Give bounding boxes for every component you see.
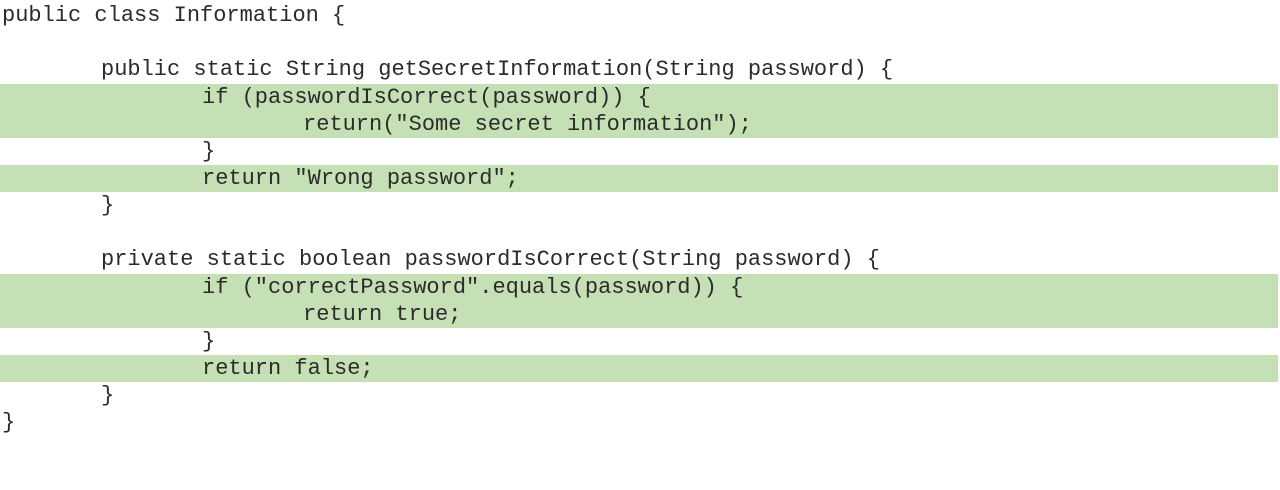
code-text: } <box>202 139 216 164</box>
highlighted-code-line: return true; <box>0 301 1278 328</box>
code-line: } <box>0 409 1278 436</box>
code-text: } <box>101 193 115 218</box>
code-text: } <box>101 383 115 408</box>
code-text: return("Some secret information"); <box>303 112 752 137</box>
code-text: if ("correctPassword".equals(password)) … <box>202 275 744 300</box>
code-text: } <box>2 410 16 435</box>
code-line: } <box>0 382 1278 409</box>
code-line: } <box>0 192 1278 219</box>
code-text: return "Wrong password"; <box>202 166 519 191</box>
highlighted-code-line: if ("correctPassword".equals(password)) … <box>0 274 1278 301</box>
code-text: public static String getSecretInformatio… <box>101 57 894 82</box>
code-line: private static boolean passwordIsCorrect… <box>0 246 1278 273</box>
code-line: public static String getSecretInformatio… <box>0 56 1278 83</box>
code-text: return true; <box>303 302 462 327</box>
code-line: } <box>0 138 1278 165</box>
code-line: } <box>0 328 1278 355</box>
highlighted-code-line: return "Wrong password"; <box>0 165 1278 192</box>
code-listing: public class Information { public static… <box>0 2 1278 436</box>
code-text: } <box>202 329 216 354</box>
code-text: private static boolean passwordIsCorrect… <box>101 247 880 272</box>
code-text: if (passwordIsCorrect(password)) { <box>202 85 651 110</box>
code-text: return false; <box>202 356 374 381</box>
highlighted-code-line: return("Some secret information"); <box>0 111 1278 138</box>
code-text: public class Information { <box>2 3 346 28</box>
highlighted-code-line: if (passwordIsCorrect(password)) { <box>0 84 1278 111</box>
code-line: public class Information { <box>0 2 1278 29</box>
highlighted-code-line: return false; <box>0 355 1278 382</box>
